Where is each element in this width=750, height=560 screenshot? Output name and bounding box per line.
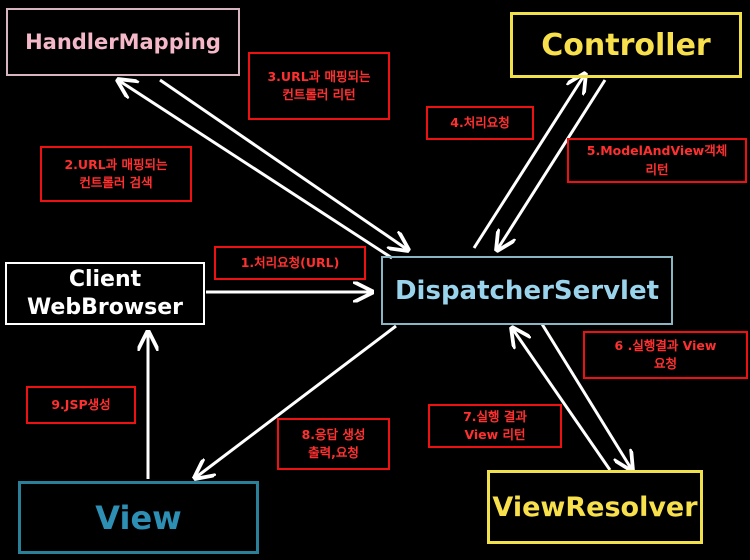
step-8-line-1: 8.응답 생성	[301, 426, 366, 442]
step-6-label: 6 .실행결과 View 요청	[583, 331, 748, 379]
view-label: View	[95, 498, 182, 537]
step-4-label: 4.처리요청	[426, 106, 534, 140]
handler-mapping-node: HandlerMapping	[6, 8, 240, 76]
step-5-label: 5.ModelAndView객체 리턴	[567, 138, 747, 183]
step-2-line-1: 2.URL과 매핑되는	[64, 156, 168, 172]
arrow-ds-to-view-resolver	[540, 323, 632, 470]
step-8-line-2: 출력,요청	[308, 445, 359, 460]
arrow-view-resolver-to-ds	[512, 328, 612, 471]
step-1-label: 1.처리요청(URL)	[214, 246, 366, 280]
dispatcher-servlet-node: DispatcherServlet	[381, 256, 673, 325]
step-3-label: 3.URL과 매핑되는 컨트롤러 리턴	[248, 52, 390, 120]
step-6-line-1: 6 .실행결과 View	[614, 337, 717, 353]
client-webbrowser-node: Client WebBrowser	[5, 262, 205, 325]
controller-node: Controller	[510, 12, 742, 78]
client-label-line-2: WebBrowser	[26, 294, 184, 320]
step-5-line-2: 리턴	[645, 161, 669, 177]
step-7-line-2: View 리턴	[464, 427, 526, 442]
view-resolver-label: ViewResolver	[492, 491, 698, 523]
step-8-label: 8.응답 생성 출력,요청	[277, 418, 390, 470]
arrow-ds-to-controller	[472, 74, 585, 249]
handler-mapping-label: HandlerMapping	[25, 30, 221, 54]
arrow-ds-to-handler-mapping	[118, 80, 393, 260]
step-4-line-1: 4.처리요청	[450, 114, 510, 130]
arrow-handler-mapping-to-ds	[159, 78, 408, 250]
step-6-line-2: 요청	[653, 356, 677, 371]
step-2-line-2: 컨트롤러 검색	[79, 175, 153, 190]
step-5-line-1: 5.ModelAndView객체	[586, 143, 728, 159]
step-1-line-1: 1.처리요청(URL)	[240, 254, 340, 270]
view-node: View	[18, 481, 259, 554]
arrow-ds-to-view	[195, 324, 397, 478]
step-9-line-1: 9.JSP생성	[51, 396, 111, 412]
arrow-controller-to-ds	[497, 79, 607, 250]
controller-label: Controller	[541, 27, 711, 63]
client-label-line-1: Client	[68, 267, 142, 292]
dispatcher-servlet-label: DispatcherServlet	[394, 275, 660, 306]
step-2-label: 2.URL과 매핑되는 컨트롤러 검색	[40, 146, 192, 202]
step-9-label: 9.JSP생성	[26, 386, 136, 424]
step-7-line-1: 7.실행 결과	[463, 408, 527, 424]
step-7-label: 7.실행 결과 View 리턴	[428, 404, 562, 448]
step-3-line-1: 3.URL과 매핑되는	[267, 68, 371, 84]
step-3-line-2: 컨트롤러 리턴	[282, 87, 356, 102]
view-resolver-node: ViewResolver	[487, 470, 703, 544]
